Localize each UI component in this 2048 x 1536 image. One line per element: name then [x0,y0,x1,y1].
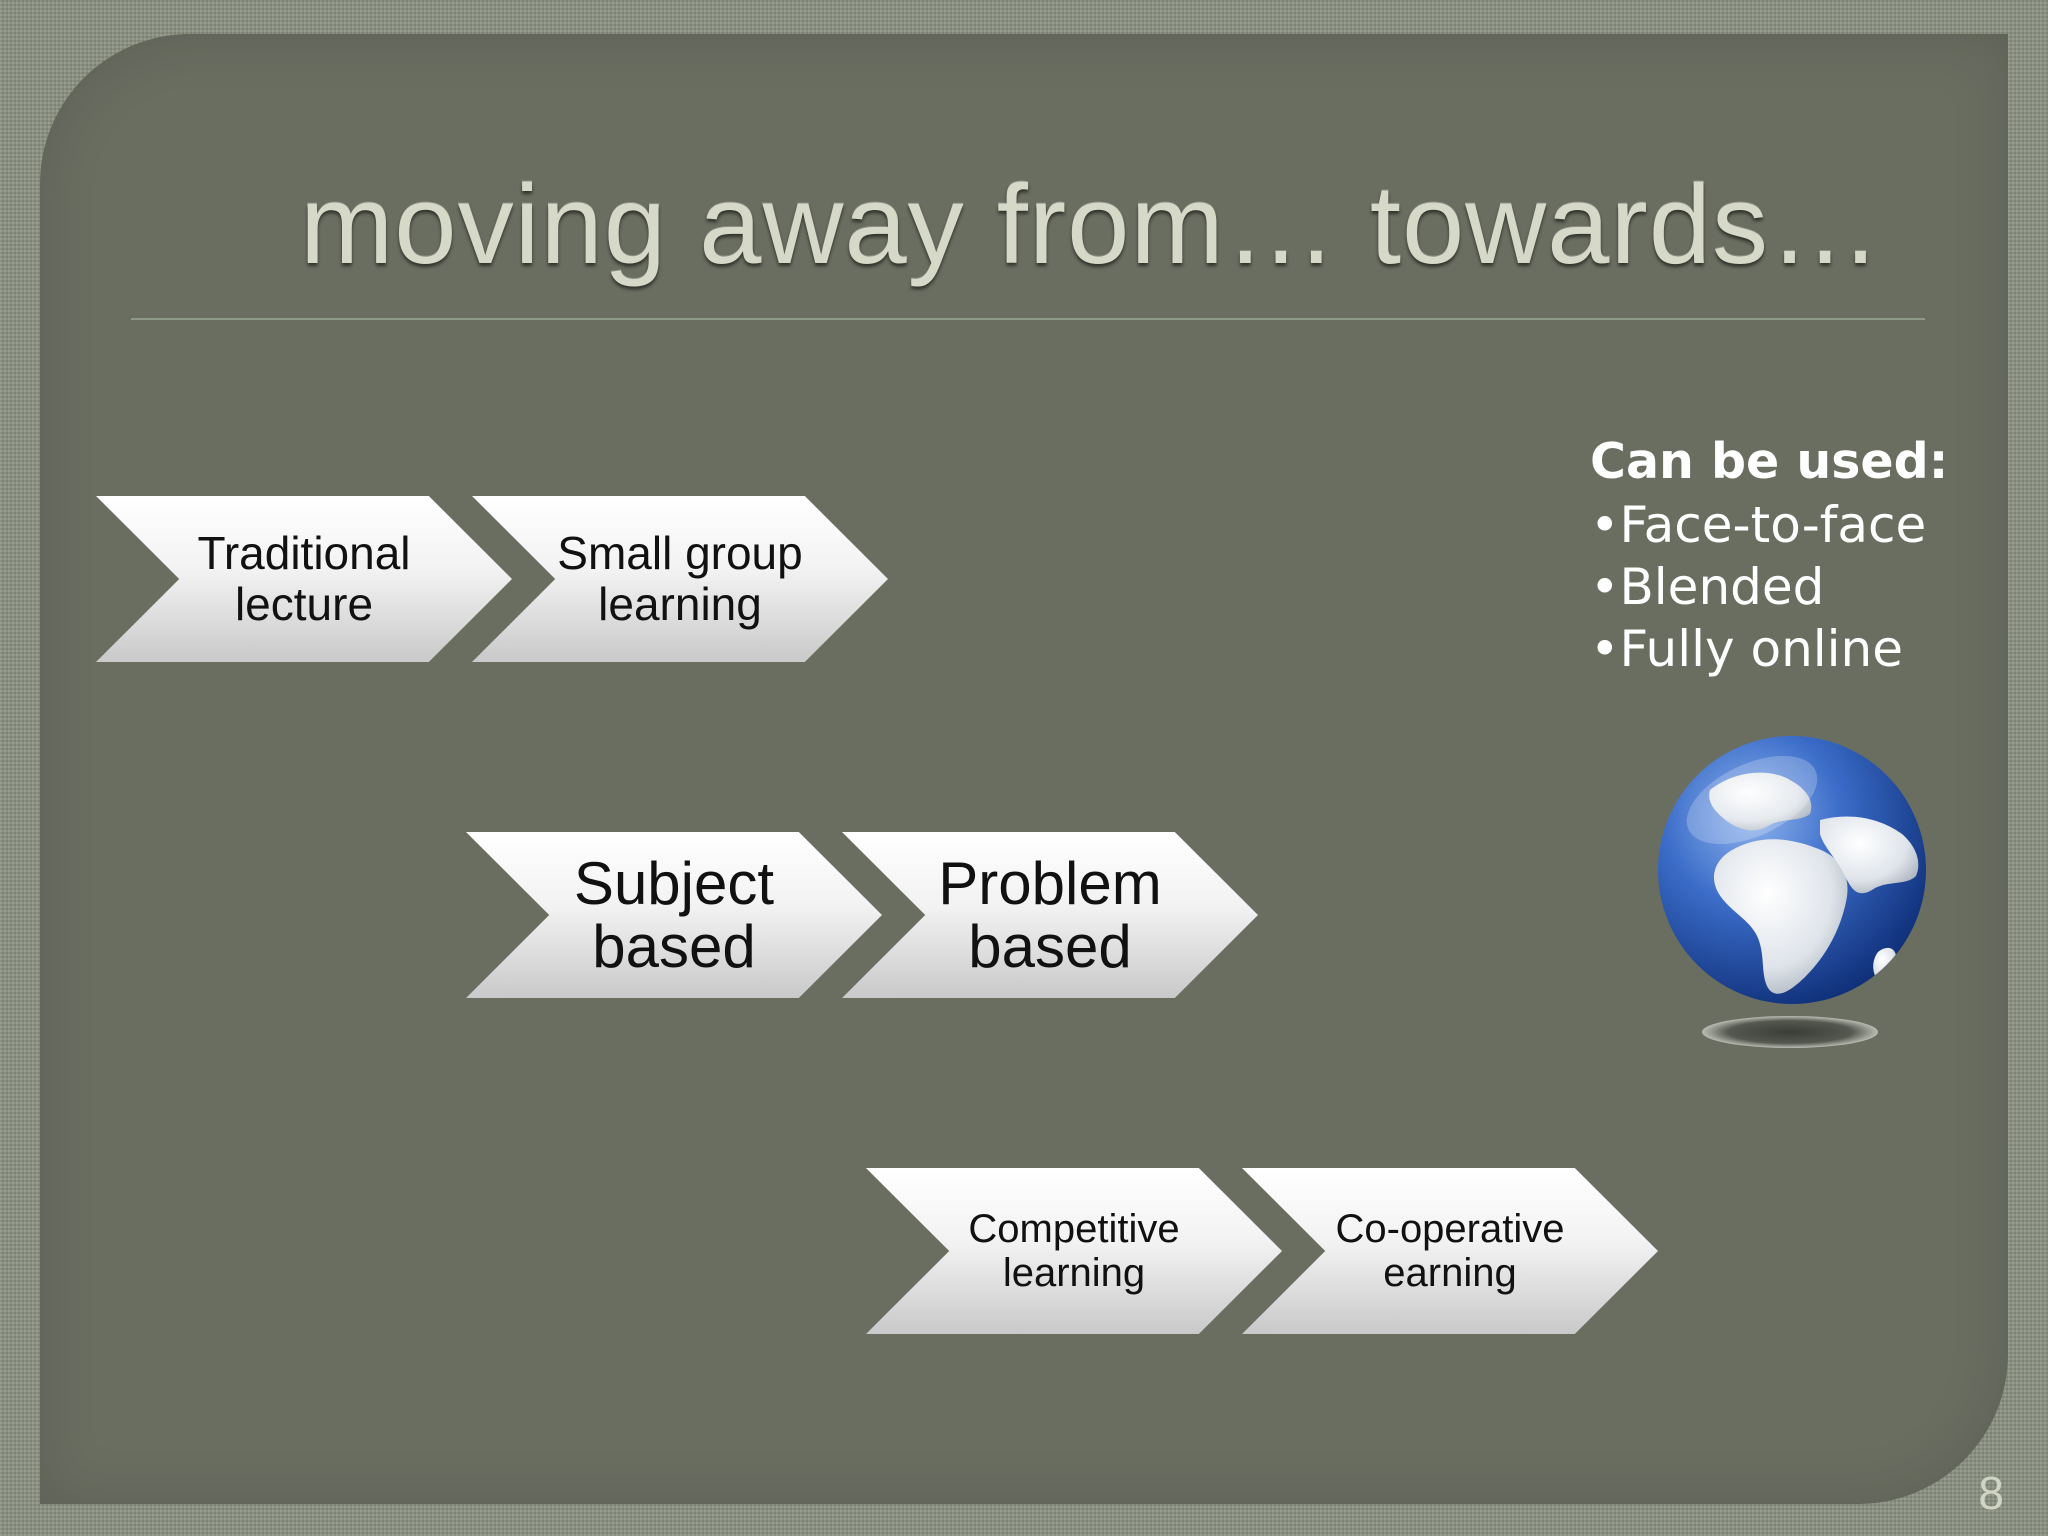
usage-heading: Can be used: [1590,433,1949,490]
chevron-label: Problem based [938,850,1162,980]
slide-title: moving away from… towards… [300,162,1883,287]
usage-item-face-to-face: •Face-to-face [1590,496,1927,554]
usage-item-blended: •Blended [1590,558,1825,616]
chevron-label: Small group learning [557,527,803,630]
chevron-label: Subject based [573,850,775,980]
usage-item-fully-online: •Fully online [1590,620,1903,678]
page-number: 8 [1978,1467,2004,1519]
earth-globe-icon [1640,730,1940,1060]
chevron-traditional-lecture: Traditional lecture [96,496,512,662]
chevron-label: Traditional lecture [197,527,411,630]
usage-list: •Face-to-face •Blended •Fully online [1590,494,1948,680]
title-underline [131,318,1925,320]
chevron-label: Co-operative earning [1335,1207,1565,1295]
usage-info: Can be used: •Face-to-face •Blended •Ful… [1590,430,1948,680]
chevron-label: Competitive learning [968,1207,1180,1295]
